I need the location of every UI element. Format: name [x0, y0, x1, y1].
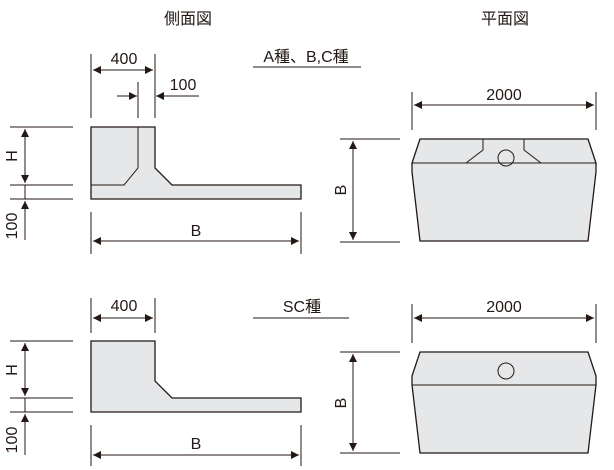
dim-100-wall: 100: [170, 77, 197, 94]
type-label-sc: SC種: [283, 298, 321, 316]
side-profile-sc: [90, 340, 302, 413]
dim-b-plan: B: [333, 185, 350, 196]
hole-icon: [497, 362, 515, 380]
top-side-view: A種、B,C種 400 100 H 100 B: [4, 48, 361, 254]
plan-view-title: 平面図: [481, 11, 529, 28]
dim-h: H: [4, 364, 21, 376]
type-label-abc: A種、B,C種: [263, 48, 348, 66]
bottom-plan-view: 2000 B: [333, 299, 597, 454]
bottom-side-view: SC種 400 H 100 B: [4, 298, 349, 466]
side-view-title: 側面図: [164, 10, 212, 28]
dim-h: H: [4, 150, 21, 162]
dim-400: 400: [111, 51, 138, 68]
side-profile-abc: [90, 126, 302, 200]
hole-icon: [497, 149, 515, 167]
plan-outline-abc: [411, 138, 597, 242]
dim-b-plan: B: [333, 398, 350, 409]
top-plan-view: 2000 B: [333, 87, 597, 243]
dim-100-base: 100: [4, 427, 21, 454]
dim-b: B: [191, 436, 202, 453]
dim-400: 400: [111, 298, 138, 315]
dim-2000: 2000: [486, 299, 522, 316]
dim-2000: 2000: [486, 87, 522, 104]
dim-100-base: 100: [4, 213, 21, 240]
dim-b: B: [191, 223, 202, 240]
plan-outline-sc: [411, 351, 597, 454]
